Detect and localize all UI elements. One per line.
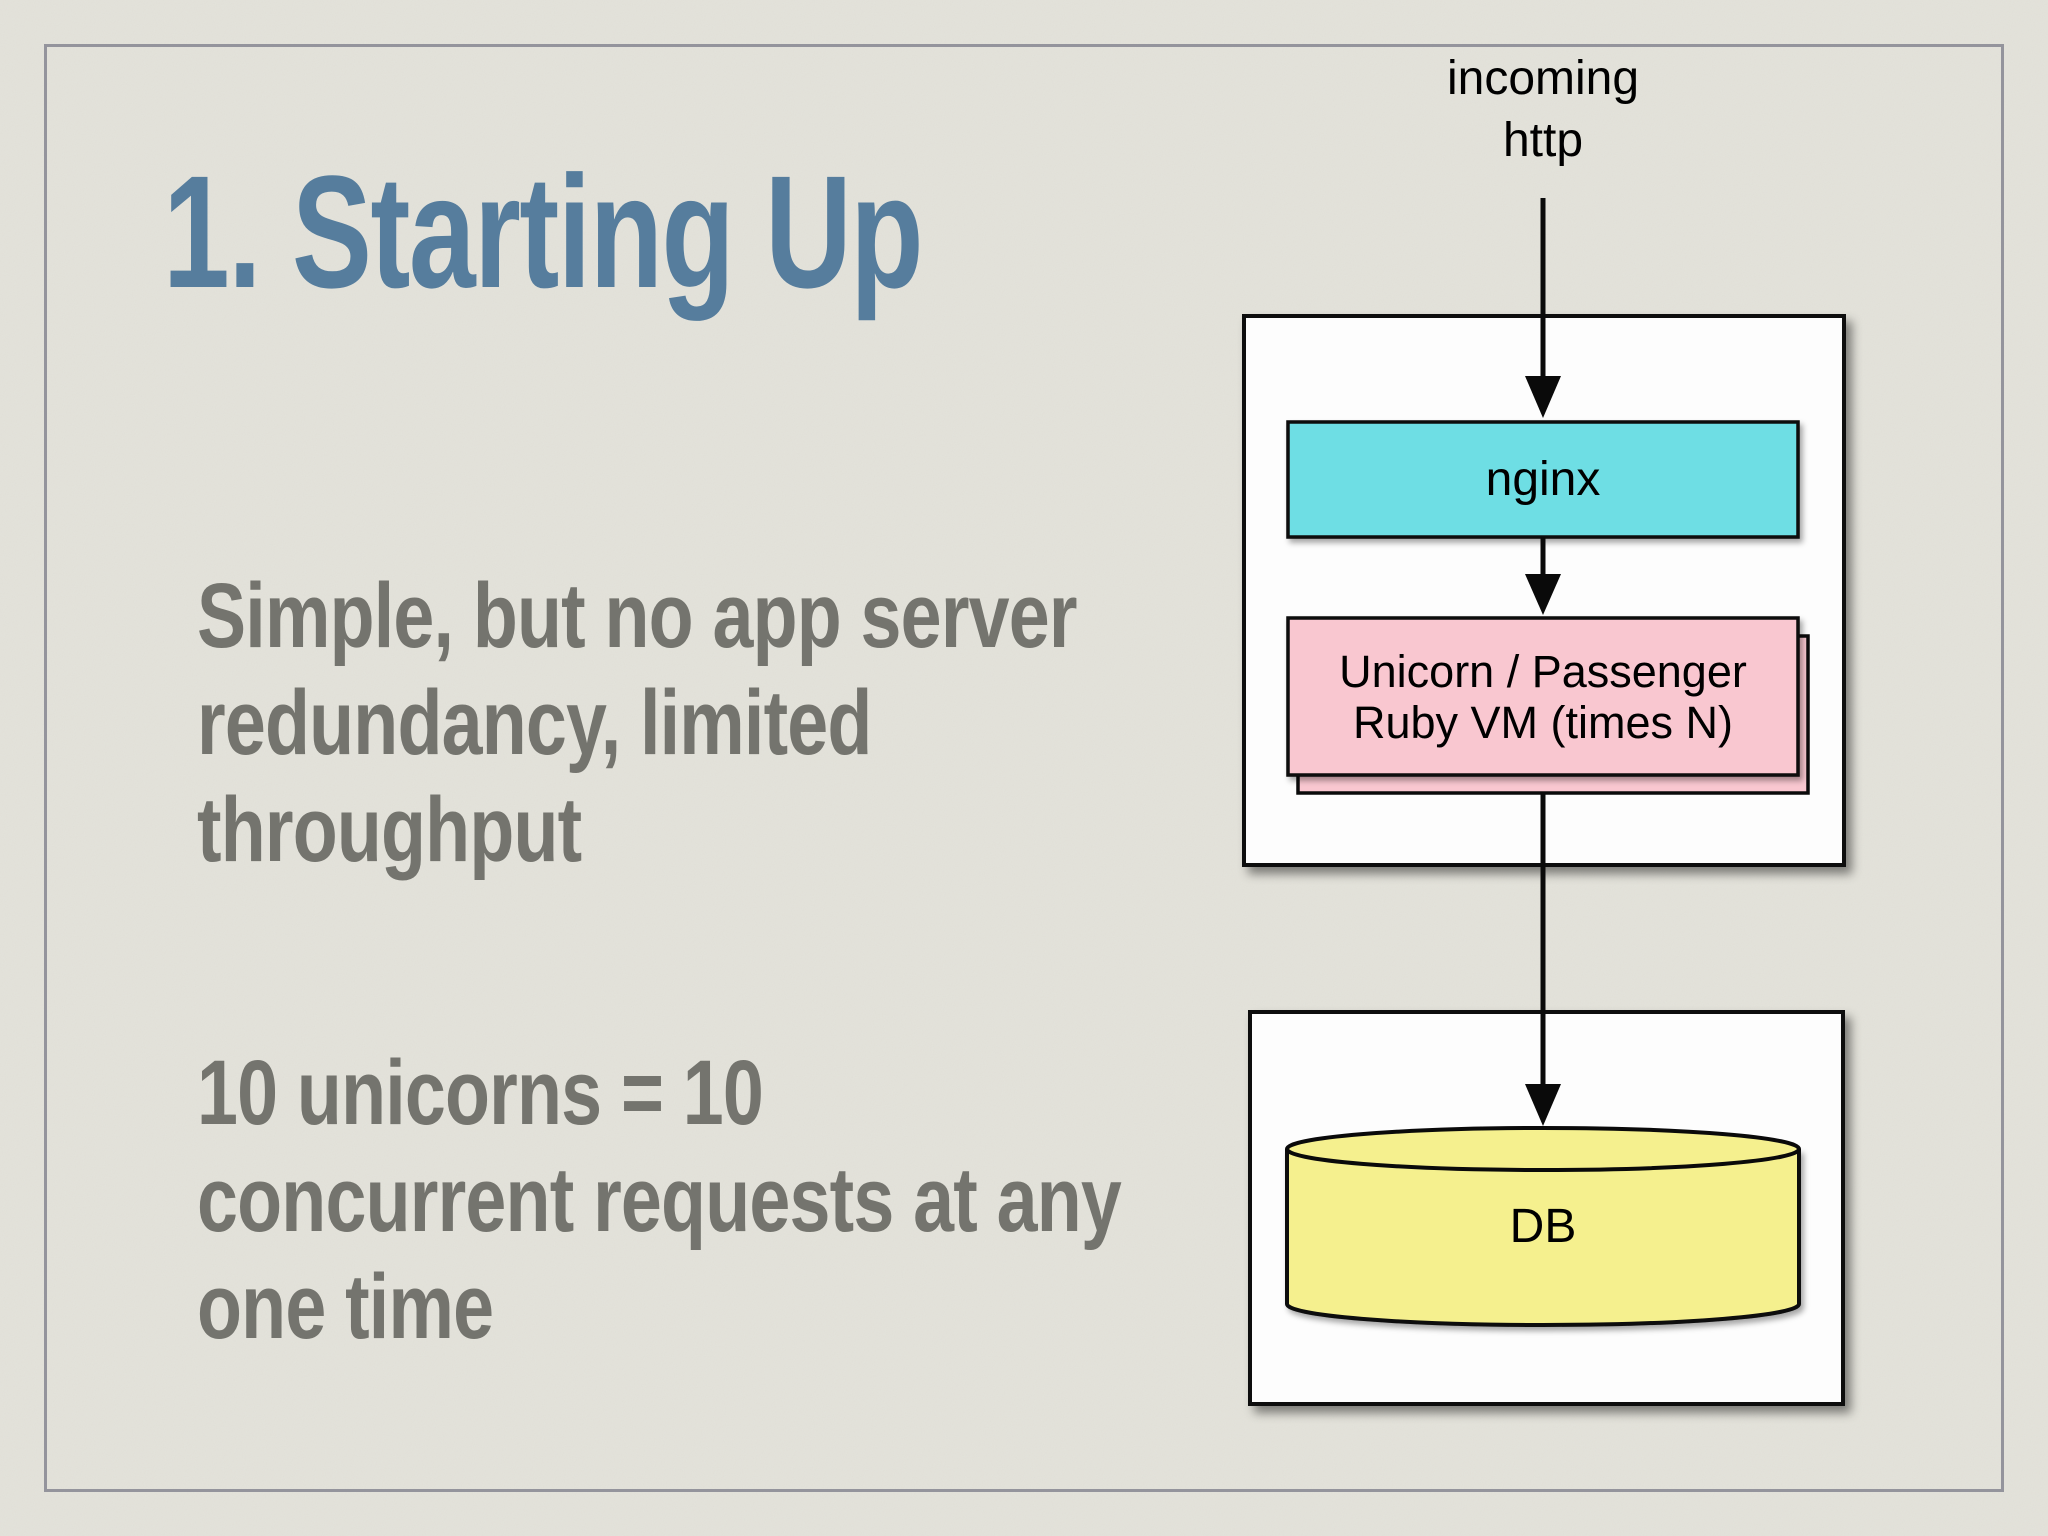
paragraph-line: one time xyxy=(197,1256,494,1358)
paragraph-line: concurrent requests at any xyxy=(197,1149,1122,1251)
app-label-line: Ruby VM (times N) xyxy=(1352,696,1734,748)
arrow-nginx-to-app xyxy=(1525,537,1561,615)
db-cylinder-top xyxy=(1285,1126,1801,1172)
nginx-box xyxy=(1286,420,1800,539)
body-paragraph-unicorns: 10 unicorns = 10 concurrent requests at … xyxy=(197,1040,1122,1361)
paragraph-line: Simple, but no app server xyxy=(197,565,1078,667)
app-server-label: Unicorn / Passenger Ruby VM (times N) xyxy=(1288,618,1798,775)
body-paragraph-simple: Simple, but no app server redundancy, li… xyxy=(197,563,1078,884)
incoming-http-label: incoming http xyxy=(1393,48,1693,172)
db-label: DB xyxy=(1509,1200,1577,1253)
page-title: 1. Starting Up xyxy=(163,142,924,321)
paragraph-line: throughput xyxy=(197,779,582,881)
arrow-app-to-db xyxy=(1525,793,1561,1126)
nginx-label: nginx xyxy=(1485,453,1601,506)
arrow-incoming-to-nginx xyxy=(1525,198,1561,418)
paragraph-line: 10 unicorns = 10 xyxy=(197,1042,764,1144)
app-server-box xyxy=(1286,616,1800,777)
db-cylinder-body xyxy=(1285,1149,1801,1327)
incoming-label-line: http xyxy=(1502,114,1584,167)
app-label-line: Unicorn / Passenger xyxy=(1339,645,1747,697)
incoming-label-line: incoming xyxy=(1446,52,1640,105)
paragraph-line: redundancy, limited xyxy=(197,672,872,774)
